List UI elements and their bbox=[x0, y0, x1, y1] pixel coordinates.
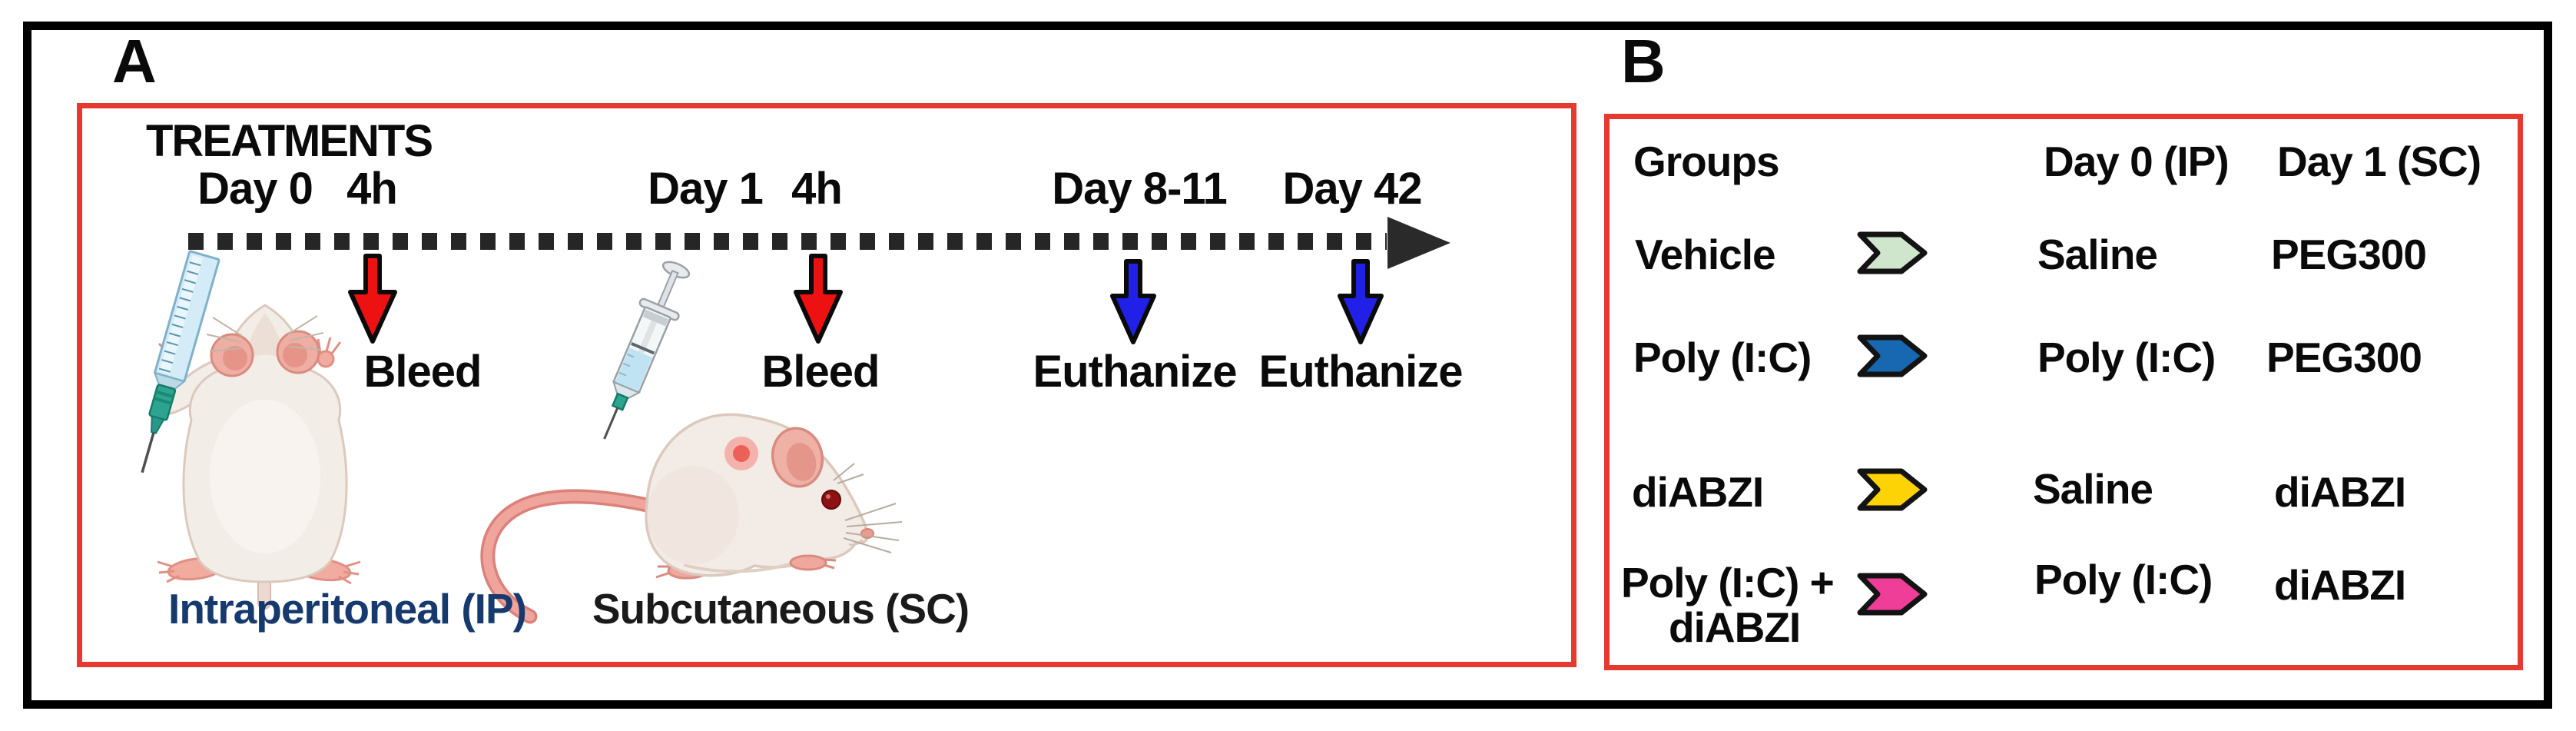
cell-polyic-diabzi-day0: Poly (I:C) bbox=[2034, 556, 2213, 603]
column-header-day0-ip: Day 0 (IP) bbox=[2044, 138, 2230, 185]
group-chevron-icon-vehicle bbox=[1857, 231, 1928, 274]
column-header-groups: Groups bbox=[1633, 138, 1780, 185]
route-label-intraperitoneal: Intraperitoneal (IP) bbox=[168, 585, 527, 633]
column-header-day1-sc: Day 1 (SC) bbox=[2277, 138, 2482, 185]
cell-polyic-diabzi-day1: diABZI bbox=[2274, 561, 2406, 609]
panel-b-box bbox=[1604, 114, 2523, 670]
event-label-euthanize-2: Euthanize bbox=[1258, 347, 1464, 397]
cell-polyic-day1: PEG300 bbox=[2266, 334, 2422, 381]
ip-syringe-icon bbox=[141, 250, 220, 473]
event-label-euthanize-1: Euthanize bbox=[1033, 347, 1238, 397]
group-name-diabzi: diABZI bbox=[1632, 468, 1764, 516]
bleed-arrow-icon-2 bbox=[794, 254, 843, 344]
supine-mouse-illustration bbox=[157, 304, 361, 610]
group-chevron-icon-polyic-diabzi bbox=[1857, 573, 1928, 616]
event-label-bleed-2: Bleed bbox=[761, 347, 880, 397]
group-chevron-icon-polyic bbox=[1857, 334, 1928, 377]
side-mouse-illustration bbox=[480, 413, 903, 624]
panel-a-box bbox=[77, 103, 1576, 667]
sc-syringe-icon bbox=[603, 261, 691, 440]
cell-vehicle-day0: Saline bbox=[2037, 231, 2158, 278]
euthanize-arrow-icon-1 bbox=[1110, 259, 1156, 344]
cell-vehicle-day1: PEG300 bbox=[2271, 231, 2427, 278]
route-label-subcutaneous: Subcutaneous (SC) bbox=[592, 585, 970, 633]
tick-day8-11: Day 8-11 bbox=[1052, 164, 1227, 214]
tick-day42: Day 42 bbox=[1282, 164, 1422, 214]
euthanize-arrow-icon-2 bbox=[1338, 259, 1384, 344]
tick-day1: Day 1 bbox=[648, 164, 764, 214]
group-chevron-icon-diabzi bbox=[1857, 468, 1928, 511]
event-label-bleed-1: Bleed bbox=[363, 347, 482, 397]
panel-a-label: A bbox=[112, 27, 157, 95]
group-name-polyic-diabzi-line1: Poly (I:C) + bbox=[1621, 559, 1835, 606]
tick-4h-2: 4h bbox=[791, 164, 843, 214]
treatments-title: TREATMENTS bbox=[146, 116, 433, 166]
timeline-dashed-line bbox=[188, 233, 1387, 250]
timeline-arrowhead-icon bbox=[1387, 217, 1450, 269]
figure-outer-border bbox=[23, 22, 2552, 709]
cell-diabzi-day1: diABZI bbox=[2274, 468, 2406, 516]
group-name-vehicle: Vehicle bbox=[1635, 231, 1776, 278]
bleed-arrow-icon-1 bbox=[348, 254, 397, 344]
cell-diabzi-day0: Saline bbox=[2033, 465, 2153, 513]
group-name-polyic-diabzi-line2: diABZI bbox=[1669, 603, 1801, 651]
tick-4h-1: 4h bbox=[346, 164, 398, 214]
panel-b-label: B bbox=[1621, 27, 1666, 95]
group-name-polyic: Poly (I:C) bbox=[1633, 334, 1812, 381]
cell-polyic-day0: Poly (I:C) bbox=[2037, 334, 2216, 381]
tick-day0: Day 0 bbox=[197, 164, 313, 214]
